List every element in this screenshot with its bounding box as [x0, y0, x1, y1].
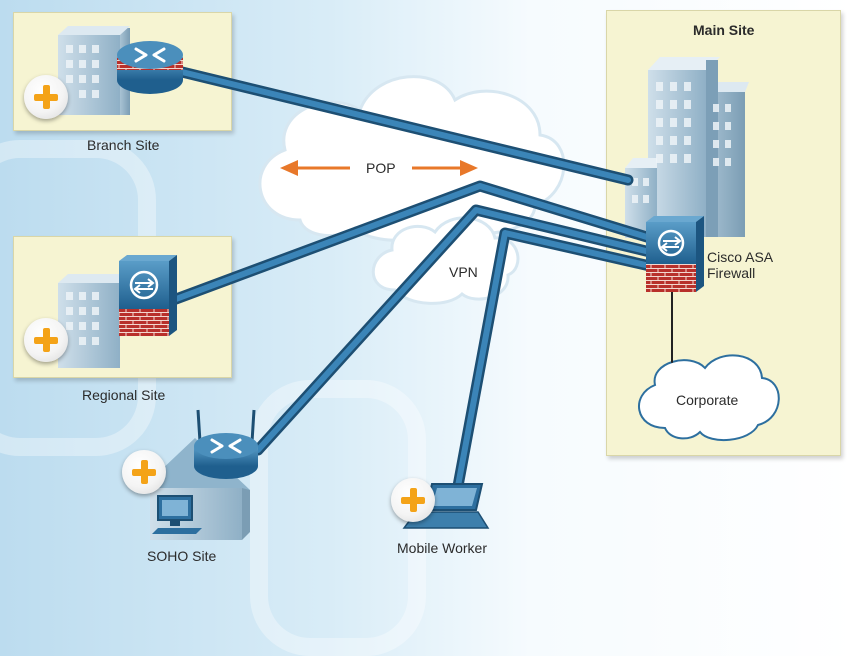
branch-site-plus-button[interactable] [24, 75, 68, 119]
soho-site-plus-button[interactable] [122, 450, 166, 494]
bidirectional-arrow-icon [280, 160, 478, 176]
soho-site-label: SOHO Site [147, 548, 217, 564]
firewall-label-line2: Firewall [707, 265, 756, 281]
branch-site-label: Branch Site [87, 137, 160, 153]
firewall-icon [119, 255, 177, 336]
firewall-label-line1: Cisco ASA [707, 249, 774, 265]
building-icon [625, 57, 749, 238]
wireless-router-icon [194, 409, 258, 479]
network-links [162, 66, 673, 492]
vpn-label: VPN [449, 264, 478, 280]
pop-label: POP [366, 160, 396, 176]
regional-site-plus-button[interactable] [24, 318, 68, 362]
regional-site-label: Regional Site [82, 387, 166, 403]
mobile-worker-plus-button[interactable] [391, 478, 435, 522]
corporate-label: Corporate [676, 392, 739, 408]
building-windows [66, 45, 731, 345]
router-icon [117, 41, 183, 94]
network-diagram [58, 26, 780, 540]
building-icon [58, 274, 128, 368]
corporate-cloud-icon [638, 354, 780, 442]
mobile-worker-label: Mobile Worker [397, 540, 487, 556]
firewall-icon [646, 216, 704, 292]
desktop-computer-icon [152, 495, 202, 534]
main-site-label: Main Site [693, 22, 755, 38]
